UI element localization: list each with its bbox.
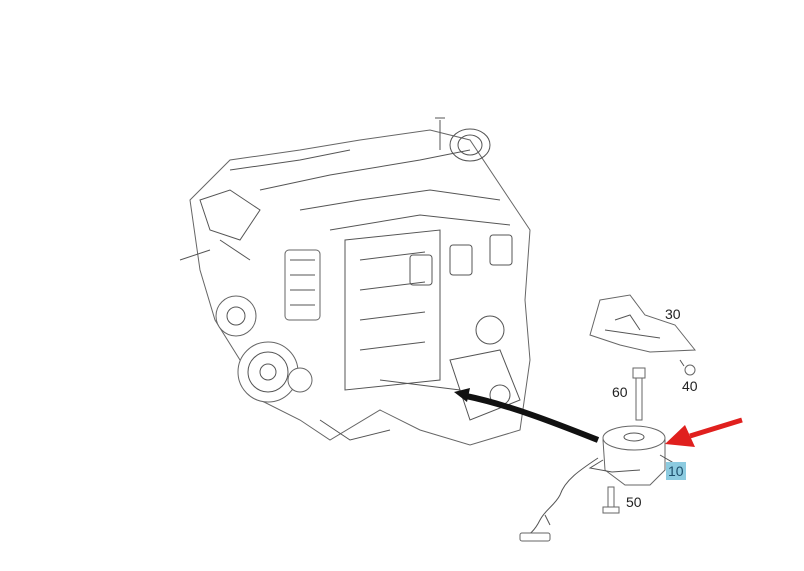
callout-60: 60 <box>612 384 628 400</box>
callout-30: 30 <box>665 306 681 322</box>
screw-40 <box>679 359 696 376</box>
callout-40: 40 <box>682 378 698 394</box>
engine-mount-10 <box>519 425 673 542</box>
black-arrow <box>454 388 600 443</box>
callout-10: 10 <box>666 462 686 480</box>
bolt-50 <box>602 486 620 514</box>
engine-drawing <box>179 117 531 446</box>
heat-shield-30 <box>589 294 697 353</box>
bolt-60 <box>632 367 646 421</box>
callout-50: 50 <box>626 494 642 510</box>
red-arrow <box>665 417 743 447</box>
